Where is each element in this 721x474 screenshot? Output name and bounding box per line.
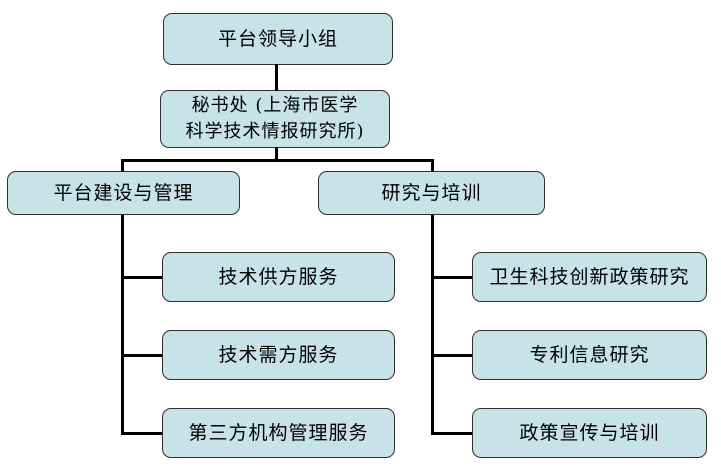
connector-root-to-secretariat bbox=[275, 64, 278, 91]
connector-secretariat-drop bbox=[275, 147, 278, 161]
connector-left-stub-2 bbox=[121, 354, 162, 357]
connector-right-stub-2 bbox=[431, 354, 472, 357]
node-platform-leadership-group: 平台领导小组 bbox=[163, 13, 393, 65]
connector-left-stub-3 bbox=[121, 432, 162, 435]
node-policy-promotion-and-training: 政策宣传与培训 bbox=[472, 408, 707, 458]
connector-left-stub-1 bbox=[121, 276, 162, 279]
node-patent-information-research: 专利信息研究 bbox=[472, 330, 707, 380]
node-health-tech-innovation-policy-research: 卫生科技创新政策研究 bbox=[472, 252, 707, 302]
connector-right-trunk bbox=[431, 215, 434, 435]
connector-branch-split bbox=[121, 159, 434, 162]
node-secretariat: 秘书处 (上海市医学 科学技术情报研究所) bbox=[160, 90, 390, 148]
connector-right-branch-drop bbox=[431, 159, 434, 172]
connector-left-branch-drop bbox=[121, 159, 124, 172]
connector-right-stub-3 bbox=[431, 432, 472, 435]
connector-right-stub-1 bbox=[431, 276, 472, 279]
node-platform-construction-management: 平台建设与管理 bbox=[7, 171, 240, 215]
connector-left-trunk bbox=[121, 215, 124, 435]
node-research-and-training: 研究与培训 bbox=[318, 171, 545, 215]
node-third-party-agency-management-service: 第三方机构管理服务 bbox=[162, 408, 395, 458]
node-tech-supplier-service: 技术供方服务 bbox=[162, 252, 395, 302]
node-tech-demander-service: 技术需方服务 bbox=[162, 330, 395, 380]
